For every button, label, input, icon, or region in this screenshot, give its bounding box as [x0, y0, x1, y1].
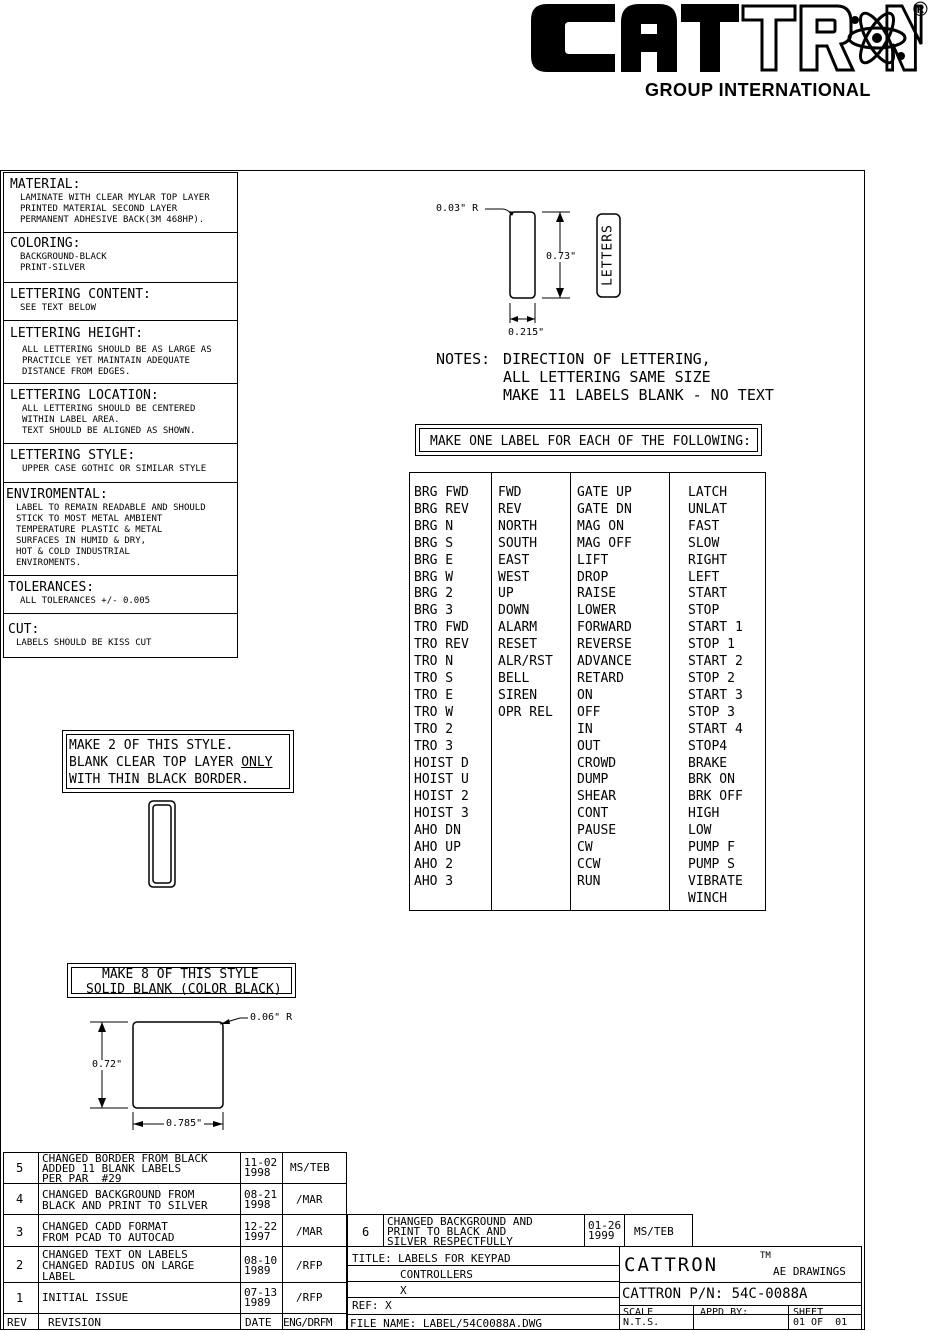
title-line-3: X	[400, 1284, 407, 1297]
company-name: CATTRON	[624, 1254, 719, 1276]
sheet-label: SHEET	[793, 1307, 824, 1318]
title-block	[347, 1246, 862, 1330]
height-dimension: 0.73"	[546, 251, 577, 262]
clear-label-shape	[148, 800, 178, 894]
label-drawing: 0.03" R 0.73" 0.215" LETTERS	[430, 195, 630, 345]
ref-text: REF: X	[352, 1299, 392, 1312]
title-line-1: LABELS FOR KEYPAD	[398, 1252, 511, 1265]
width-dimension: 0.215"	[508, 327, 545, 338]
scale-label: SCALE	[623, 1307, 654, 1318]
square-drawing: 0.06" R 0.72" 0.785"	[80, 1010, 300, 1135]
file-name: FILE NAME: LABEL/54C0088A.DWG	[350, 1317, 543, 1330]
sheet-value: 01 OF 01	[793, 1317, 848, 1328]
part-number: CATTRON P/N: 54C-0088A	[622, 1286, 808, 1302]
logo-tagline: GROUP INTERNATIONAL	[645, 80, 871, 100]
square-width: 0.785"	[164, 1118, 205, 1129]
cattron-logo: ® GROUP INTERNATIONAL	[525, 0, 937, 110]
title-label: TITLE:	[352, 1252, 392, 1265]
style-eight-box: MAKE 8 OF THIS STYLE SOLID BLANK (COLOR …	[67, 963, 296, 998]
letters-sample: LETTERS	[600, 224, 616, 286]
spec-box	[3, 172, 238, 658]
label-list-table	[409, 472, 766, 911]
approved-by-label: APPD BY:	[700, 1307, 749, 1318]
make-one-label-box: MAKE ONE LABEL FOR EACH OF THE FOLLOWING…	[415, 424, 762, 456]
revision-table	[3, 1152, 347, 1330]
square-radius: 0.06" R	[250, 1012, 293, 1023]
radius-dimension: 0.03" R	[436, 203, 479, 214]
atom-icon	[847, 11, 907, 65]
scale-value: N.T.S.	[623, 1317, 660, 1328]
department: AE DRAWINGS	[773, 1265, 846, 1278]
registered-mark: ®	[913, 0, 928, 21]
square-height: 0.72"	[92, 1059, 123, 1070]
trademark: TM	[760, 1251, 771, 1261]
title-line-2: CONTROLLERS	[400, 1268, 473, 1281]
style-two-box: MAKE 2 OF THIS STYLE. BLANK CLEAR TOP LA…	[62, 730, 294, 793]
cattron-logo-mark	[531, 4, 923, 72]
